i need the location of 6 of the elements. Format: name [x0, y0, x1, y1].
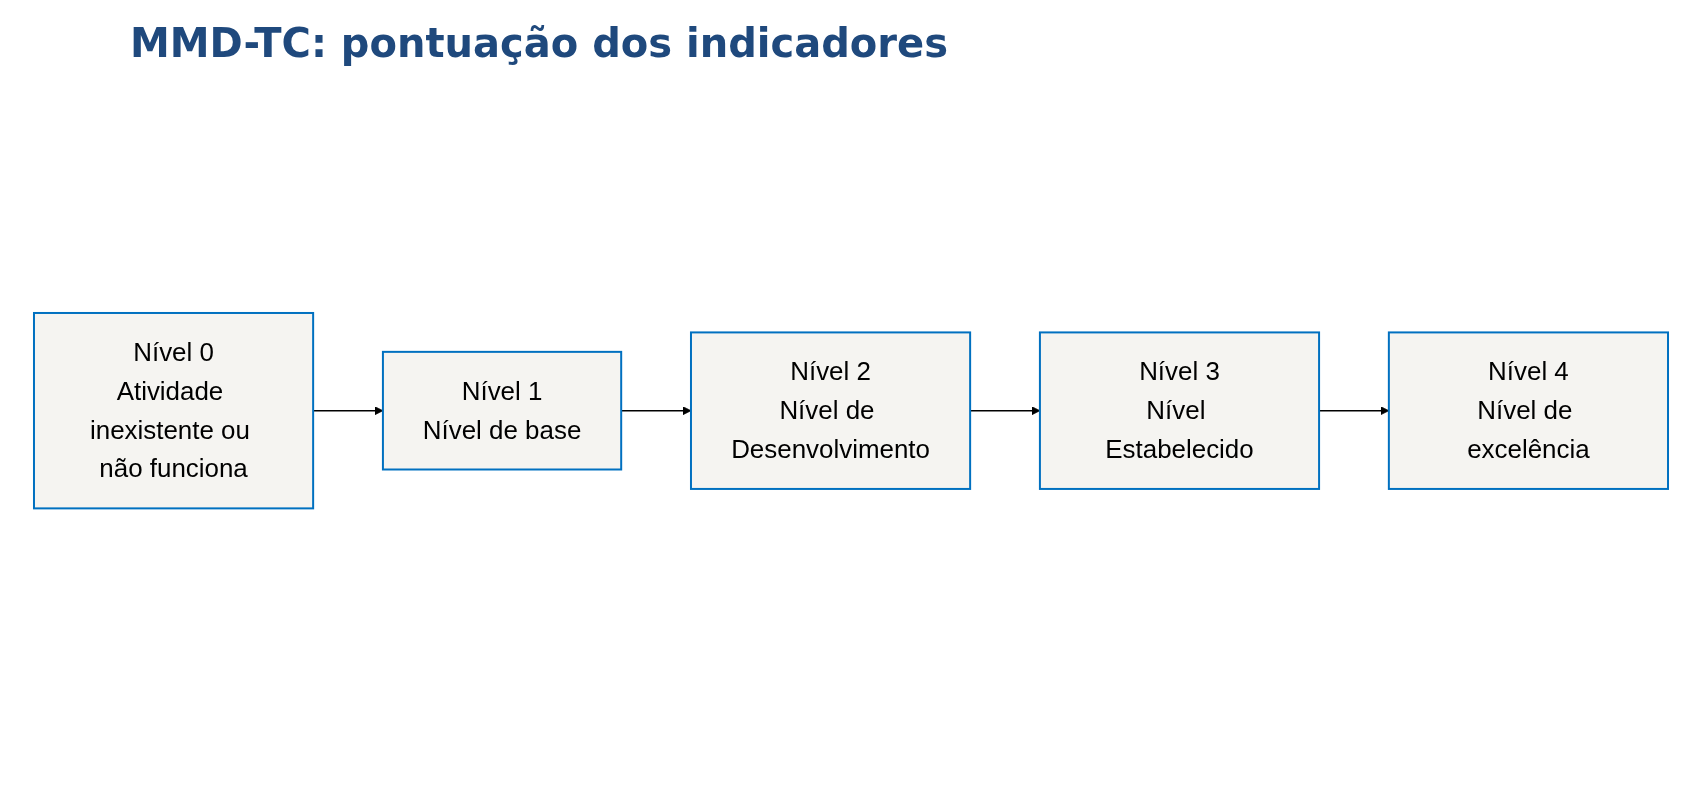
node-box: Nível 0 Atividade inexistente ou não funciona	[33, 312, 315, 510]
node-box: Nível 3 Nível Estabelecido	[1038, 331, 1321, 491]
title: MMD-TC: pontuação dos indicadores	[130, 20, 949, 66]
node-box: Nível 2 Nível de Desenvolvimento	[690, 331, 972, 491]
node-box: Nível 1 Nível de base	[381, 351, 623, 471]
node-box: Nível 4 Nível de excelência	[1387, 331, 1669, 491]
